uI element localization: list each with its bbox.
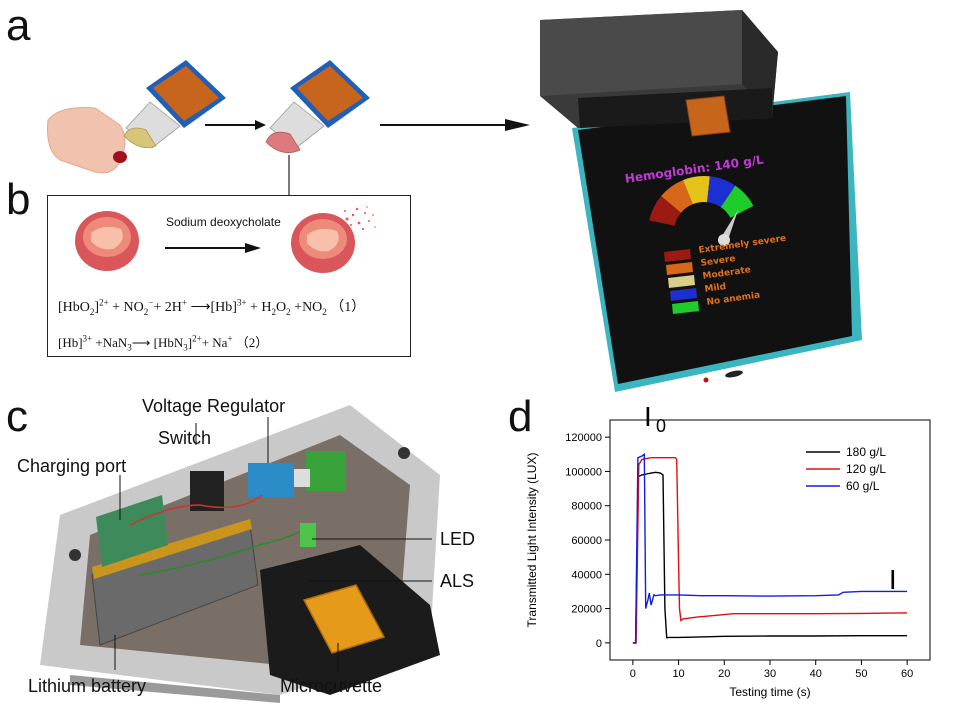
legend-label: 180 g/L: [846, 445, 886, 459]
label-voltage-regulator: Voltage Regulator: [142, 396, 286, 416]
panel-a-illustration: [47, 10, 862, 392]
charging-port-icon: [96, 495, 168, 567]
y-tick-label: 80000: [571, 501, 602, 513]
switch-icon: [190, 471, 224, 511]
x-tick-label: 30: [764, 668, 776, 680]
label-charging-port: Charging port: [17, 456, 127, 476]
x-tick-label: 60: [901, 668, 913, 680]
long-arrow-icon: [505, 119, 530, 131]
label-als: ALS: [440, 571, 475, 591]
y-tick-label: 40000: [571, 569, 602, 581]
y-tick-label: 120000: [565, 432, 602, 444]
reagent-label: Sodium deoxycholate: [166, 215, 281, 229]
annotation-i0: I: [644, 401, 652, 432]
reaction-illustration: [75, 206, 376, 273]
legend-swatch: [668, 275, 695, 288]
x-axis-label: Testing time (s): [729, 685, 810, 699]
reaction-arrow-icon: [245, 243, 261, 253]
y-tick-label: 60000: [571, 535, 602, 547]
microcuvette-empty-icon: [123, 60, 226, 149]
gauge-icon: [649, 176, 754, 246]
series-line: [632, 452, 908, 644]
finger-icon: [47, 107, 126, 174]
gauge-segment: [661, 180, 693, 213]
label-microcuvette: Microcuvette: [280, 676, 383, 696]
legend-swatch: [672, 301, 699, 314]
light-intensity-chart: 0 10 20 30 40 50 60 0 20000 40000 60000 80000 100000…: [525, 401, 931, 699]
label-lithium-battery: Lithium battery: [28, 676, 147, 696]
legend-swatch: [670, 288, 697, 301]
panel-label-c: c: [6, 392, 28, 441]
reader-box-icon: [540, 10, 778, 128]
microcuvette-in-reader-icon: [685, 95, 731, 137]
equation-2: [Hb]3+ +NaN3⟶ [HbN3]2++ Na+ （2）: [58, 333, 269, 353]
gauge-segment: [707, 176, 736, 208]
annotation-i0-subscript: 0: [656, 416, 666, 436]
voltage-regulator-icon: [248, 463, 294, 497]
gauge-segment: [720, 185, 754, 218]
y-axis-label: Transmitted Light Intensity (LUX): [525, 453, 539, 628]
x-tick-label: 40: [810, 668, 822, 680]
device-cutaway-illustration: [40, 405, 440, 703]
x-tick-label: 20: [718, 668, 730, 680]
series-line: [632, 457, 908, 644]
blood-drop-icon: [113, 151, 127, 163]
gauge-hub: [718, 234, 730, 246]
legend-swatch: [664, 249, 691, 262]
annotation-i: I: [889, 564, 897, 595]
y-tick-label: 100000: [565, 466, 602, 478]
x-tick-label: 10: [672, 668, 684, 680]
gauge-segment: [683, 176, 710, 205]
microcuvette-filled-icon: [265, 60, 370, 154]
label-led: LED: [440, 529, 476, 549]
lysed-cell-icon: [291, 206, 376, 273]
arrow-icon: [255, 120, 266, 130]
red-blood-cell-icon: [75, 211, 139, 271]
microcuvette-icon: [302, 584, 386, 654]
legend-label: 120 g/L: [846, 462, 886, 476]
legend-swatch: [666, 262, 693, 275]
equation-1: [HbO2]2+ + NO2−+ 2H+ ⟶[Hb]3+ + H2O2 +NO2…: [58, 297, 366, 317]
series-line: [632, 471, 908, 644]
panel-label-a: a: [6, 1, 31, 50]
panel-label-b: b: [6, 175, 31, 224]
x-tick-label: 0: [630, 668, 636, 680]
gauge-needle: [722, 210, 738, 240]
led-icon: [300, 523, 316, 547]
label-switch: Switch: [158, 428, 212, 448]
y-tick-label: 0: [596, 638, 602, 650]
legend-label: 60 g/L: [846, 479, 880, 493]
gauge-segment: [649, 196, 682, 226]
smartphone-icon: [572, 92, 862, 392]
y-tick-label: 20000: [571, 604, 602, 616]
x-tick-label: 50: [855, 668, 867, 680]
panel-label-d: d: [508, 392, 533, 441]
